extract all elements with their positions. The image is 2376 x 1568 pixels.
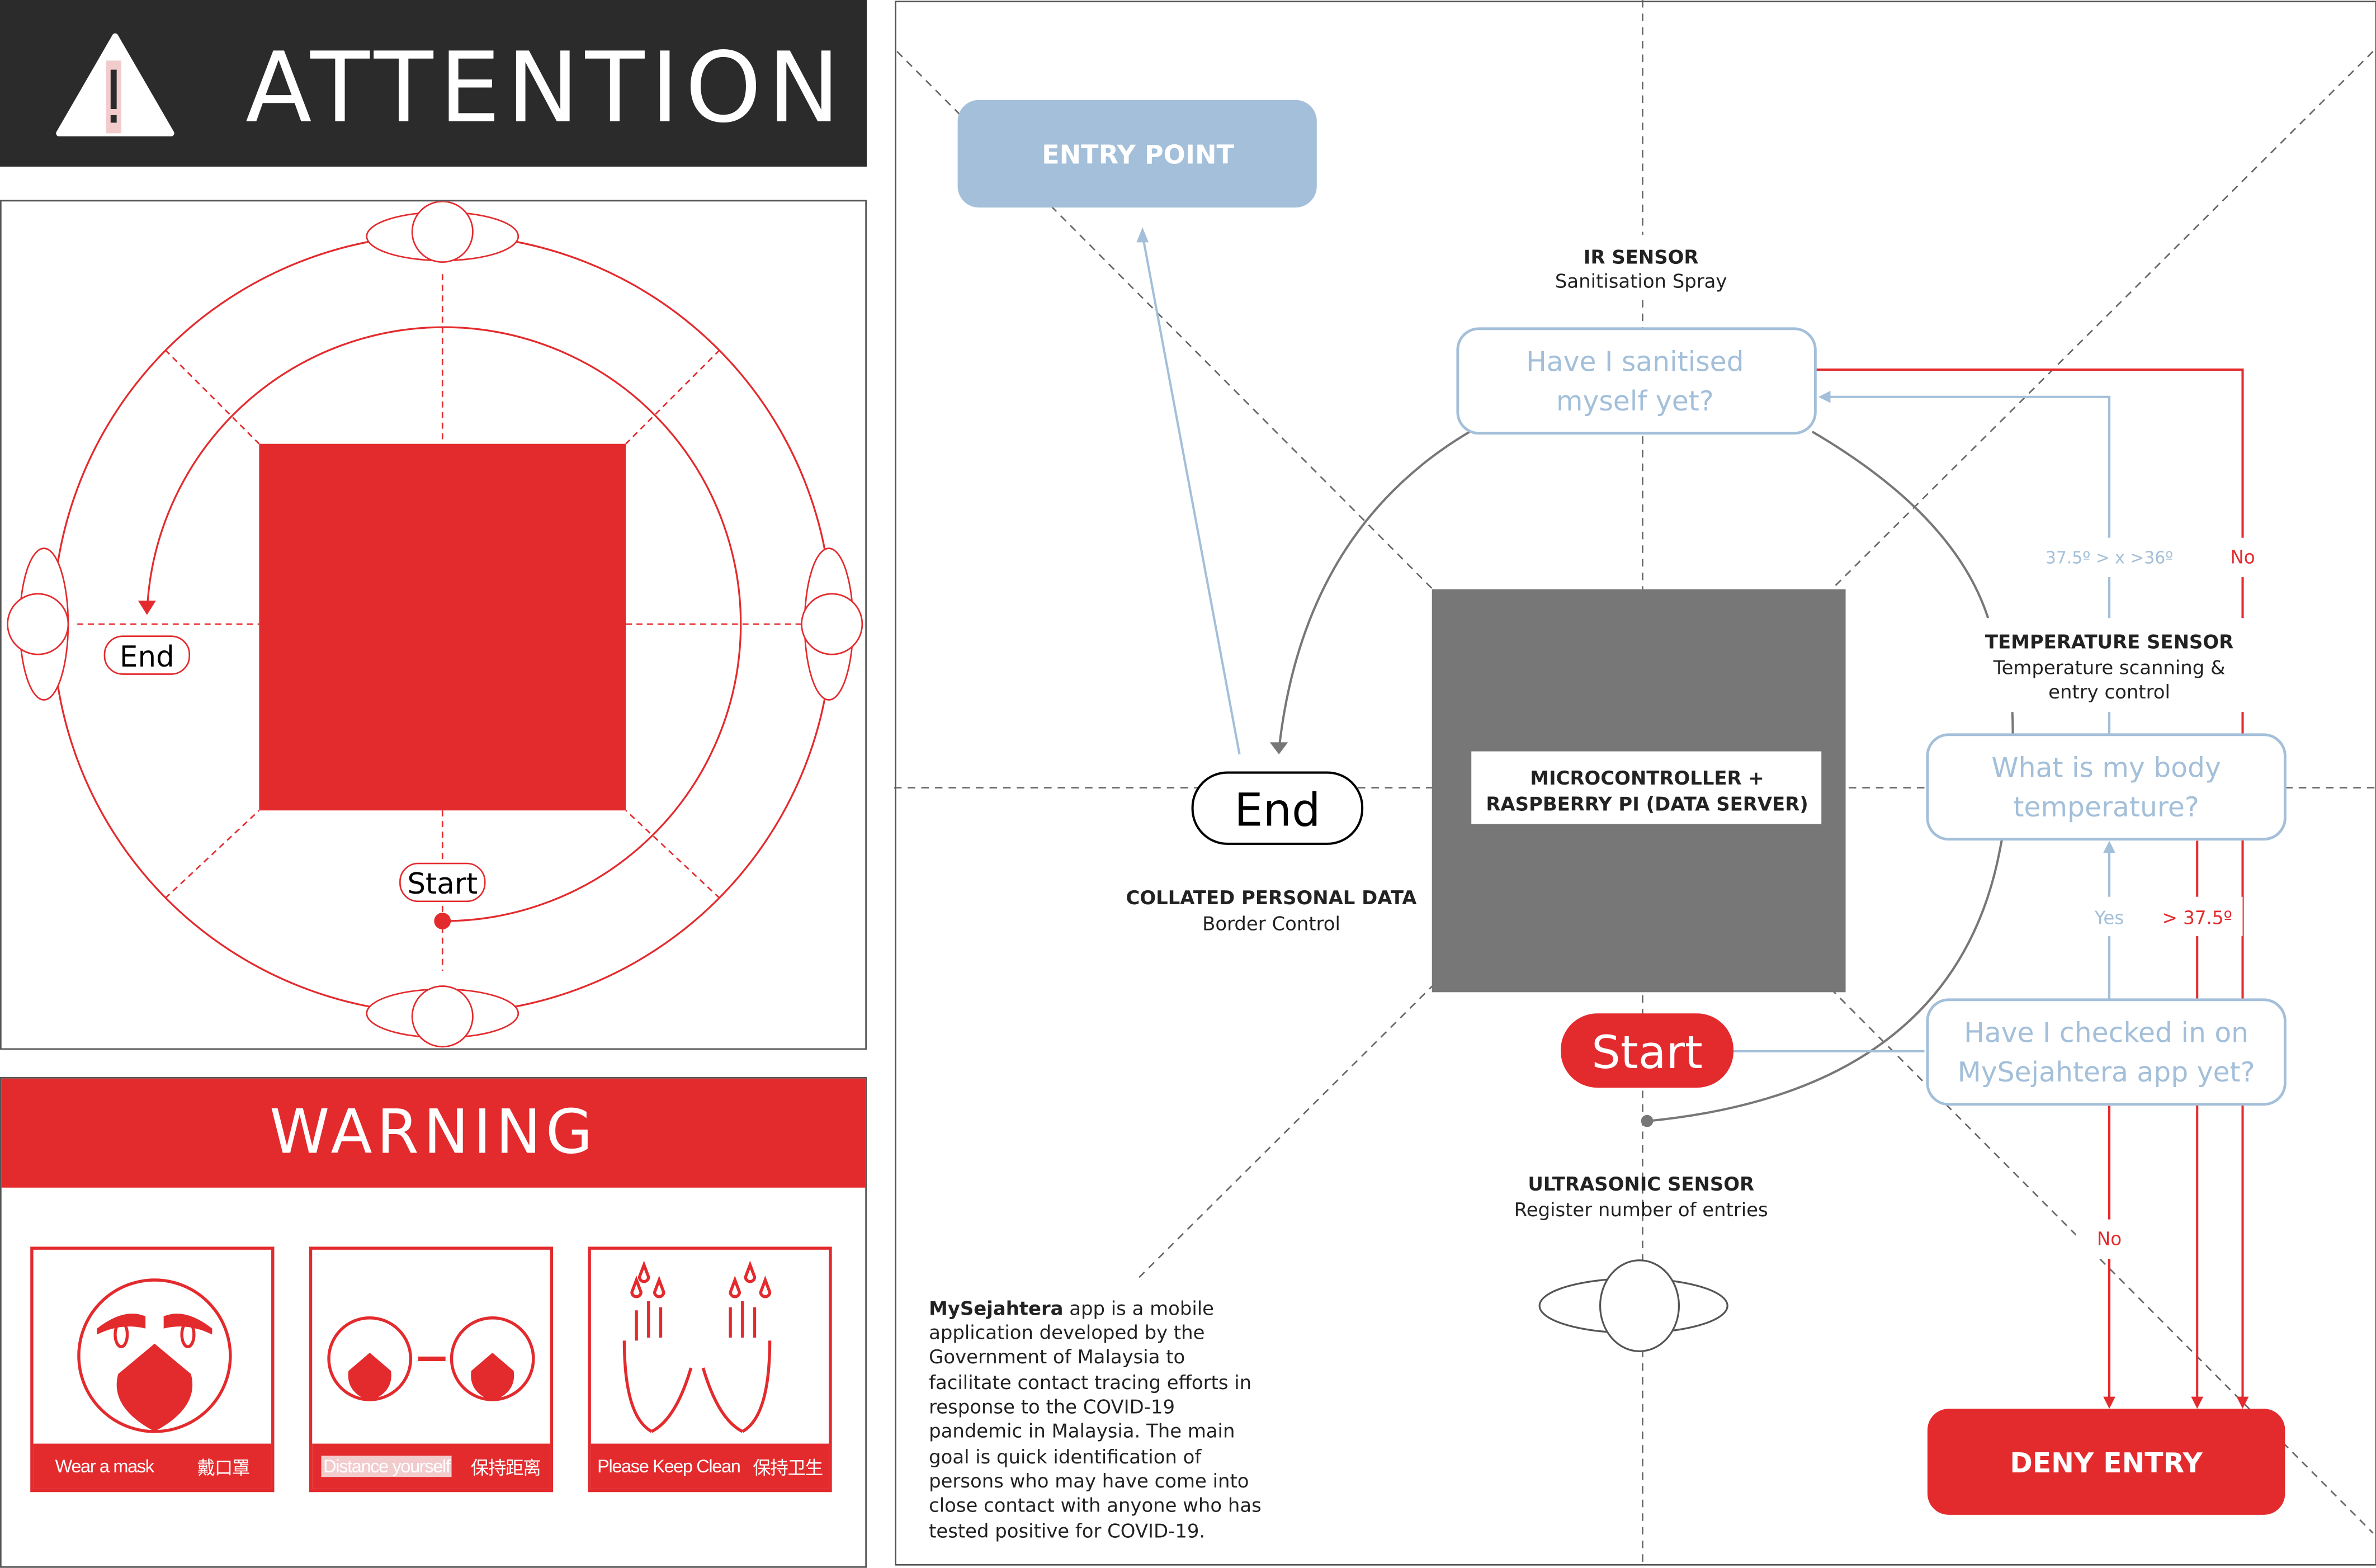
svg-text:Have I sanitised: Have I sanitised — [1526, 347, 1744, 378]
queue-circle-diagram: End Start — [0, 200, 867, 1050]
sanitised-question-box — [1456, 327, 1817, 435]
checkin-question-box — [1926, 998, 2287, 1106]
svg-text:goal is quick identification o: goal is quick identification of — [929, 1446, 1202, 1468]
start-node — [1561, 1013, 1734, 1088]
warning-title: WARNING — [1, 1078, 866, 1188]
end-label: End — [120, 640, 174, 674]
yes-label: Yes — [2094, 907, 2124, 928]
over-temp-label: > 37.5º — [2162, 907, 2232, 928]
center-block — [259, 443, 626, 811]
no-label-bottom: No — [2097, 1229, 2122, 1250]
svg-text:MySejahtera app yet?: MySejahtera app yet? — [1958, 1057, 2255, 1088]
person-top-view-icon — [1538, 1259, 1728, 1352]
card-keep-clean: Please Keep Clean 保持卫生 — [588, 1246, 832, 1493]
svg-text:Have I checked in on: Have I checked in on — [1964, 1018, 2249, 1049]
start-label: Start — [1591, 1027, 1703, 1079]
svg-text:application developed by the: application developed by the — [929, 1322, 1204, 1344]
temperature-question-box — [1926, 733, 2287, 841]
svg-text:Government of Malaysia to: Government of Malaysia to — [929, 1346, 1185, 1368]
card-label-en: Distance yourself — [322, 1456, 452, 1477]
temp-range-label: 37.5º > x >36º — [2046, 549, 2173, 568]
deny-entry-box — [1927, 1409, 2285, 1515]
end-label: End — [1234, 784, 1320, 837]
card-label-zh: 戴口罩 — [197, 1456, 251, 1478]
end-node — [1191, 771, 1364, 845]
svg-text:Border Control: Border Control — [1202, 913, 1340, 934]
svg-text:response to the COVID-19: response to the COVID-19 — [929, 1396, 1175, 1418]
svg-text:tested positive for COVID-19.: tested positive for COVID-19. — [929, 1520, 1205, 1542]
svg-text:myself yet?: myself yet? — [1556, 386, 1714, 417]
svg-text:pandemic in Malaysia. The main: pandemic in Malaysia. The main — [929, 1420, 1235, 1442]
svg-text:ULTRASONIC SENSOR: ULTRASONIC SENSOR — [1528, 1173, 1754, 1195]
card-label-en: Wear a mask — [55, 1456, 154, 1477]
svg-text:persons who may have come into: persons who may have come into — [929, 1470, 1249, 1492]
svg-text:MICROCONTROLLER +: MICROCONTROLLER + — [1530, 767, 1764, 789]
clean-hands-icon — [622, 1260, 772, 1433]
temperature-sensor-title: TEMPERATURE SENSOR — [1985, 631, 2233, 653]
entry-point-box — [957, 100, 1317, 208]
distance-faces-icon — [327, 1316, 535, 1401]
entry-point-label: ENTRY POINT — [1042, 140, 1234, 170]
card-wear-mask: Wear a mask 戴口罩 — [30, 1246, 275, 1493]
person-top-view-icons — [7, 201, 863, 1048]
svg-text:Register number of entries: Register number of entries — [1514, 1199, 1768, 1221]
start-label: Start — [407, 867, 478, 901]
svg-text:Temperature scanning &: Temperature scanning & — [1993, 657, 2226, 678]
svg-text:RASPBERRY PI (DATA SERVER): RASPBERRY PI (DATA SERVER) — [1486, 793, 1808, 815]
card-label-en: Please Keep Clean — [597, 1456, 741, 1477]
mysejahtera-note: application developed by the Government … — [929, 1322, 1262, 1542]
card-label-zh: 保持距离 — [470, 1456, 541, 1478]
svg-text:COLLATED PERSONAL DATA: COLLATED PERSONAL DATA — [1126, 887, 1418, 909]
svg-text:entry control: entry control — [2048, 681, 2170, 703]
svg-text:close contact with anyone who: close contact with anyone who has — [929, 1494, 1262, 1516]
card-distance: Distance yourself 保持距离 — [309, 1246, 554, 1493]
card-label-zh: 保持卫生 — [753, 1456, 823, 1478]
attention-title: ATTENTION — [245, 33, 847, 146]
warning-panel: WARNING Wear a mask 戴口罩 Distance yourself… — [0, 1077, 867, 1568]
svg-text:MySejahtera app is a mobile: MySejahtera app is a mobile — [929, 1297, 1214, 1319]
no-label-top: No — [2230, 547, 2255, 568]
flow-diagram: ENTRY POINT IR SENSOR Sanitisation Spray… — [894, 0, 2376, 1567]
deny-entry-label: DENY ENTRY — [2010, 1448, 2203, 1479]
warning-triangle-icon — [56, 33, 174, 136]
attention-banner: ATTENTION — [0, 0, 867, 167]
svg-text:What is my body: What is my body — [1991, 753, 2221, 784]
svg-text:temperature?: temperature? — [2013, 792, 2199, 823]
ir-sensor-title: IR SENSOR — [1584, 246, 1699, 268]
svg-text:facilitate contact tracing eff: facilitate contact tracing efforts in — [929, 1372, 1251, 1394]
ir-sensor-subtitle: Sanitisation Spray — [1555, 271, 1727, 292]
mask-face-icon — [77, 1278, 232, 1433]
